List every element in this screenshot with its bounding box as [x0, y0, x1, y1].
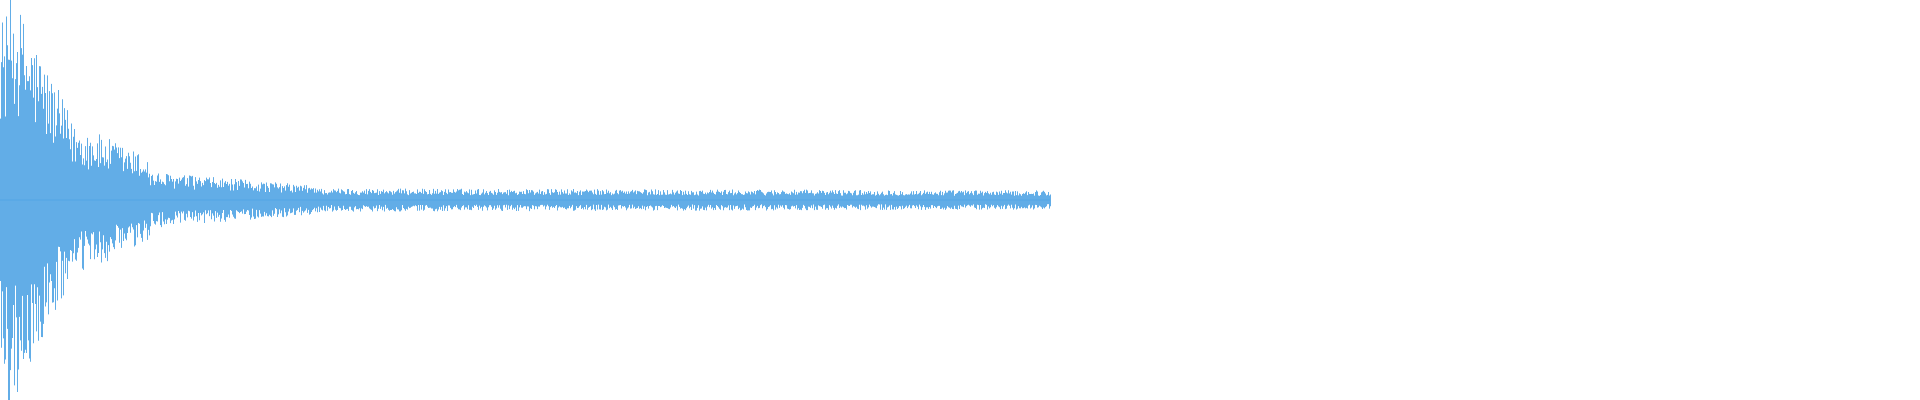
waveform-trace [0, 0, 1051, 400]
